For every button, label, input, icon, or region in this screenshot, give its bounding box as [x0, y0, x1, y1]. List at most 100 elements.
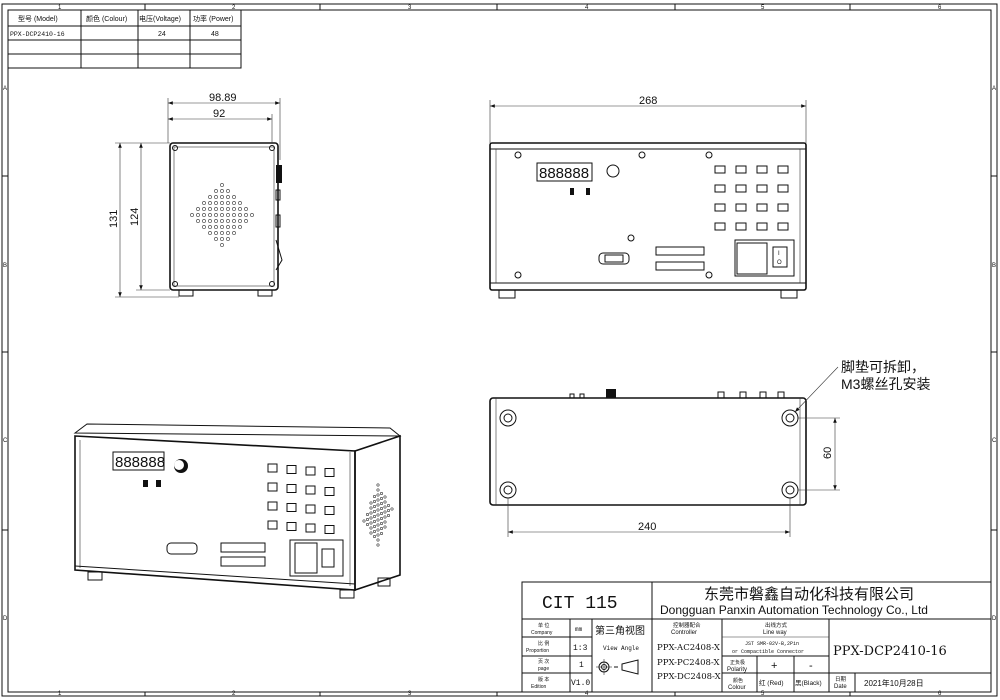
scale-label-en: Proportion — [526, 648, 549, 654]
grille-hole — [232, 231, 236, 235]
grille-hole — [365, 522, 369, 526]
grille-hole — [376, 488, 380, 492]
front-view: 888888 I O 268 — [489, 95, 807, 299]
grille-hole — [372, 519, 376, 523]
jst-connector — [267, 501, 278, 511]
connector-line1: JST SMR-02V-B,2Pin — [745, 641, 799, 647]
header-colour: 颜色 (Colour) — [86, 14, 127, 23]
date-label-cn: 日期 — [835, 676, 847, 683]
grille-hole — [383, 515, 387, 519]
jst-connector — [756, 184, 768, 193]
grille-hole — [214, 213, 218, 217]
jst-connector — [714, 165, 726, 174]
jst-connector — [324, 525, 335, 534]
grille-hole — [379, 511, 383, 515]
grille-hole — [372, 504, 376, 508]
grille-hole — [226, 207, 230, 211]
grille-hole — [220, 213, 224, 217]
grille-hole — [214, 225, 218, 229]
grille-hole — [232, 201, 236, 205]
row-label: D — [992, 616, 997, 622]
third-angle-projection-icon — [596, 659, 639, 675]
jst-connector — [714, 222, 726, 231]
dim-60: 60 — [822, 447, 834, 459]
grille-hole — [244, 219, 248, 223]
grille-hole — [220, 189, 224, 193]
col-label: 3 — [408, 5, 412, 11]
controller-2: PPX-PC2408-X — [657, 658, 720, 668]
grille-hole — [369, 511, 373, 515]
grille-hole — [376, 543, 380, 547]
grille-hole — [386, 503, 390, 507]
grille-hole — [376, 518, 380, 522]
grille-hole — [376, 503, 380, 507]
jst-connector — [756, 165, 768, 174]
lineway-label-en: Line way — [763, 630, 787, 636]
grille-hole — [372, 499, 376, 503]
grille-hole — [208, 213, 212, 217]
grille-hole — [386, 513, 390, 517]
grille-hole — [214, 195, 218, 199]
grille-hole — [208, 225, 212, 229]
grille-hole — [369, 521, 373, 525]
polarity-label-en: Polarity — [727, 667, 747, 673]
jst-connector — [777, 165, 789, 174]
edition-value: V1.0 — [571, 679, 590, 688]
iso-speaker-grille — [362, 483, 394, 547]
edition-label-cn: 版 本 — [538, 676, 549, 683]
grille-hole — [383, 505, 387, 509]
colour-label-en: Colour — [728, 685, 746, 691]
grille-hole — [226, 195, 230, 199]
grille-hole — [372, 494, 376, 498]
grille-hole — [226, 231, 230, 235]
grille-hole — [372, 534, 376, 538]
grille-hole — [226, 201, 230, 205]
grille-hole — [372, 529, 376, 533]
grille-hole — [372, 514, 376, 518]
grille-hole — [220, 195, 224, 199]
grille-hole — [383, 510, 387, 514]
iso-connector-grid — [267, 463, 335, 534]
grille-hole — [369, 531, 373, 535]
controller-label-cn: 控制器配合 — [673, 621, 701, 629]
cell-voltage: 24 — [158, 31, 166, 38]
grille-hole — [190, 213, 194, 217]
page-label-cn: 页 次 — [538, 658, 549, 665]
grille-hole — [376, 533, 380, 537]
col-label: 4 — [585, 5, 589, 11]
grille-hole — [220, 207, 224, 211]
grille-hole — [376, 508, 380, 512]
grille-hole — [220, 243, 224, 247]
display-digits: 888888 — [539, 165, 589, 182]
grille-hole — [369, 506, 373, 510]
col-label: 3 — [408, 691, 412, 697]
grille-hole — [232, 219, 236, 223]
grille-hole — [379, 516, 383, 520]
grille-hole — [383, 495, 387, 499]
grille-hole — [369, 526, 373, 530]
grille-hole — [372, 509, 376, 513]
col-label: 6 — [938, 691, 942, 697]
row-label: C — [992, 438, 997, 444]
grille-hole — [376, 523, 380, 527]
jst-connector — [777, 184, 789, 193]
grille-hole — [386, 508, 390, 512]
grille-hole — [232, 195, 236, 199]
grille-hole — [208, 195, 212, 199]
drawing-title: CIT 115 — [542, 594, 618, 614]
grille-hole — [196, 207, 200, 211]
grille-hole — [226, 237, 230, 241]
grille-hole — [238, 225, 242, 229]
grille-hole — [365, 512, 369, 516]
col-label: 5 — [761, 5, 765, 11]
grille-hole — [390, 507, 394, 511]
grille-hole — [376, 528, 380, 532]
grille-hole — [220, 219, 224, 223]
controller-label-en: Controller — [671, 630, 697, 636]
grille-hole — [372, 524, 376, 528]
col-label: 6 — [938, 5, 942, 11]
grille-hole — [369, 516, 373, 520]
dim-240: 240 — [638, 521, 656, 533]
